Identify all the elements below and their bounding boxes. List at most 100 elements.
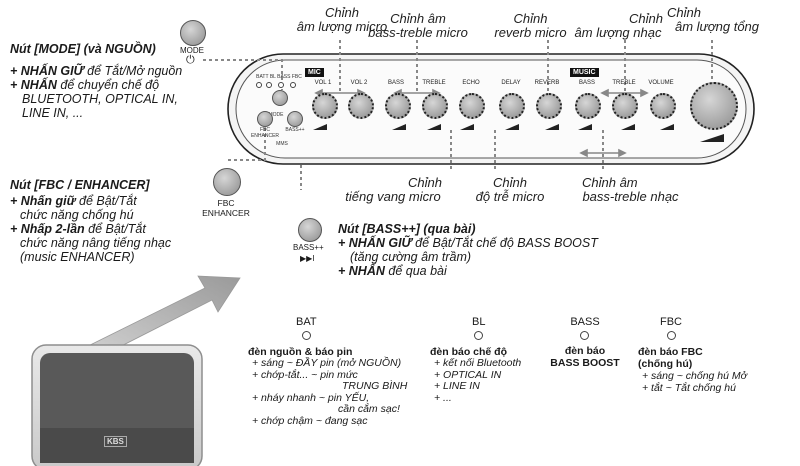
indicator-fbc-lines: + sáng ~ chống hú Mở + tắt ~ Tắt chống h…: [642, 370, 747, 394]
echo-knob[interactable]: [459, 93, 485, 119]
callout-reverb-mic: Chỉnh reverb micro: [488, 12, 573, 40]
callout-bass-treble-mic-line2: bass-treble micro: [368, 25, 468, 40]
bass-line2: (tăng cường âm trầm): [350, 250, 472, 264]
callout-reverb-mic-line2: reverb micro: [494, 25, 567, 40]
callout-delay-mic: Chỉnh độ trễ micro: [465, 176, 555, 204]
fbc-line3-rest: để Bật/Tắt: [84, 222, 146, 236]
mode-line3: BLUETOOTH, OPTICAL IN,: [22, 92, 178, 106]
knob-label-mic-bass: BASS: [387, 80, 404, 86]
panel-mode-button[interactable]: [272, 90, 288, 106]
callout-bass-treble-music-line1: Chỉnh âm: [582, 175, 638, 190]
reverb-knob[interactable]: [536, 93, 562, 119]
callout-vol-mic-line1: Chỉnh: [325, 5, 359, 20]
panel-led-bl: [266, 82, 272, 88]
indicator-bat-led: [302, 331, 311, 340]
bass-title: Nút [BASS++] (qua bài): [338, 222, 476, 236]
bat-line-4: cần cắm sạc!: [338, 403, 400, 415]
fbc-line1-bold: + Nhấn giữ: [10, 194, 76, 208]
bass-line3: + NHẤN để qua bài: [338, 264, 598, 278]
fbc-label-line1: FBC: [217, 198, 235, 208]
mode-description: Nút [MODE] (và NGUỒN) + NHẤN GIỮ để Tắt/…: [10, 42, 182, 120]
speaker-logo: KBS: [104, 436, 127, 447]
knob-label-vol1: VOL 1: [314, 80, 332, 86]
bass-button-label: BASS++: [293, 243, 324, 252]
volume-knob[interactable]: [650, 93, 676, 119]
callout-vol-master-line1: Chỉnh: [667, 5, 701, 20]
leader-lines: [203, 40, 713, 190]
mode-line2-bold: + NHẤN: [10, 78, 57, 92]
knob-label-mic-treble: TREBLE: [422, 80, 446, 86]
callout-bass-treble-mic-line1: Chỉnh âm: [390, 11, 446, 26]
mic-badge: MIC: [305, 68, 324, 77]
speaker-illustration: [31, 344, 203, 466]
callout-bass-treble-music-line2: bass-treble nhạc: [582, 189, 679, 204]
indicator-bl-lines: + kết nối Bluetooth + OPTICAL IN + LINE …: [434, 357, 521, 404]
callout-bass-treble-mic: Chỉnh âm bass-treble micro: [363, 12, 473, 40]
mode-line2-rest: để chuyển chế độ: [56, 78, 160, 92]
fbc-description: Nút [FBC / ENHANCER] + Nhấn giữ để Bật/T…: [10, 178, 171, 264]
fbc-button[interactable]: [213, 168, 241, 196]
fbc-ind-line-0: + sáng ~ chống hú Mở: [642, 370, 747, 382]
indicator-bass-name: BASS: [570, 316, 600, 328]
delay-knob[interactable]: [499, 93, 525, 119]
level-ramps: [313, 124, 724, 142]
panel-led-bat: [256, 82, 262, 88]
mode-line4: LINE IN, ...: [22, 106, 84, 120]
panel-mode-label: MODE: [268, 112, 284, 118]
mic-bass-knob[interactable]: [385, 93, 411, 119]
bass-button[interactable]: [298, 218, 322, 242]
callout-vol-music: Chỉnh âm lượng nhạc: [573, 12, 663, 40]
indicator-bl-heading: đèn báo chế độ: [430, 346, 508, 358]
vol1-knob[interactable]: [312, 93, 338, 119]
callout-echo-mic-line1: Chỉnh: [408, 175, 442, 190]
bat-line-3: + nháy nhanh ~ pin YẾU,: [252, 391, 370, 404]
panel-led-fbc: [290, 82, 296, 88]
fbc-label-line2: ENHANCER: [202, 208, 250, 218]
fbc-line5: (music ENHANCER): [20, 250, 135, 264]
mic-treble-knob[interactable]: [422, 93, 448, 119]
bat-line-0: + sáng ~ ĐẦY pin (mở NGUỒN): [252, 357, 402, 369]
callout-vol-music-line1: Chỉnh: [629, 11, 663, 26]
indicator-fbc-heading2: (chống hú): [638, 358, 693, 370]
bat-line-5: + chớp chậm ~ đang sạc: [252, 414, 368, 427]
power-icon: ⏻: [186, 54, 195, 66]
bass-line3-rest: để qua bài: [384, 264, 447, 278]
indicator-bass-heading: đèn báo: [564, 345, 606, 357]
panel-fbc-button[interactable]: [257, 111, 273, 127]
control-panel-inner: [235, 59, 747, 159]
knob-label-echo: ECHO: [462, 80, 480, 86]
callout-delay-mic-line2: độ trễ micro: [475, 189, 545, 204]
mode-line1: + NHẤN GIỮ để Tắt/Mở nguồn: [10, 64, 182, 78]
bat-line-2: TRUNG BÌNH: [342, 380, 408, 392]
master-volume-knob[interactable]: [690, 82, 738, 130]
fbc-line3-bold: + Nhấp 2-lần: [10, 222, 85, 236]
mode-button[interactable]: [180, 20, 206, 46]
callout-vol-mic: Chỉnh âm lượng micro: [287, 6, 397, 34]
fbc-line1: + Nhấn giữ để Bật/Tắt: [10, 194, 171, 208]
mode-line1-bold: + NHẤN GIỮ: [10, 64, 84, 78]
callout-bass-treble-music: Chỉnh âm bass-treble nhạc: [568, 176, 693, 204]
vol2-knob[interactable]: [348, 93, 374, 119]
callout-vol-master-line2: âm lượng tổng: [674, 19, 760, 34]
bat-line-1: + chớp-tắt... ~ pin mức: [252, 368, 358, 381]
panel-led-bass: [278, 82, 284, 88]
panel-indicator-labels: BATT BL BASS FBC: [256, 74, 302, 80]
bass-line1-bold: + NHẤN GIỮ: [338, 236, 412, 250]
bl-line-2: + LINE IN: [434, 380, 480, 392]
indicator-bass-led: [580, 331, 589, 340]
knob-label-music-bass: BASS: [578, 80, 595, 86]
mode-line2: + NHẤN để chuyển chế độ: [10, 78, 182, 92]
bass-description: Nút [BASS++] (qua bài) + NHẤN GIỮ để Bật…: [338, 222, 598, 278]
panel-fbc-label: FBC ENHANCER: [250, 127, 280, 139]
callout-echo-mic: Chỉnh tiếng vang micro: [338, 176, 448, 204]
knob-label-volume: VOLUME: [648, 80, 674, 86]
fbc-line2: chức năng chống hú: [20, 208, 134, 222]
music-bass-knob[interactable]: [575, 93, 601, 119]
mode-button-label: MODE: [180, 46, 204, 55]
panel-bass-button[interactable]: [287, 111, 303, 127]
fbc-line3: + Nhấp 2-lần để Bật/Tắt: [10, 222, 171, 236]
bl-line-3: + ...: [434, 391, 452, 404]
music-treble-knob[interactable]: [612, 93, 638, 119]
callout-vol-master: Chỉnh âm lượng tổng: [667, 6, 767, 34]
